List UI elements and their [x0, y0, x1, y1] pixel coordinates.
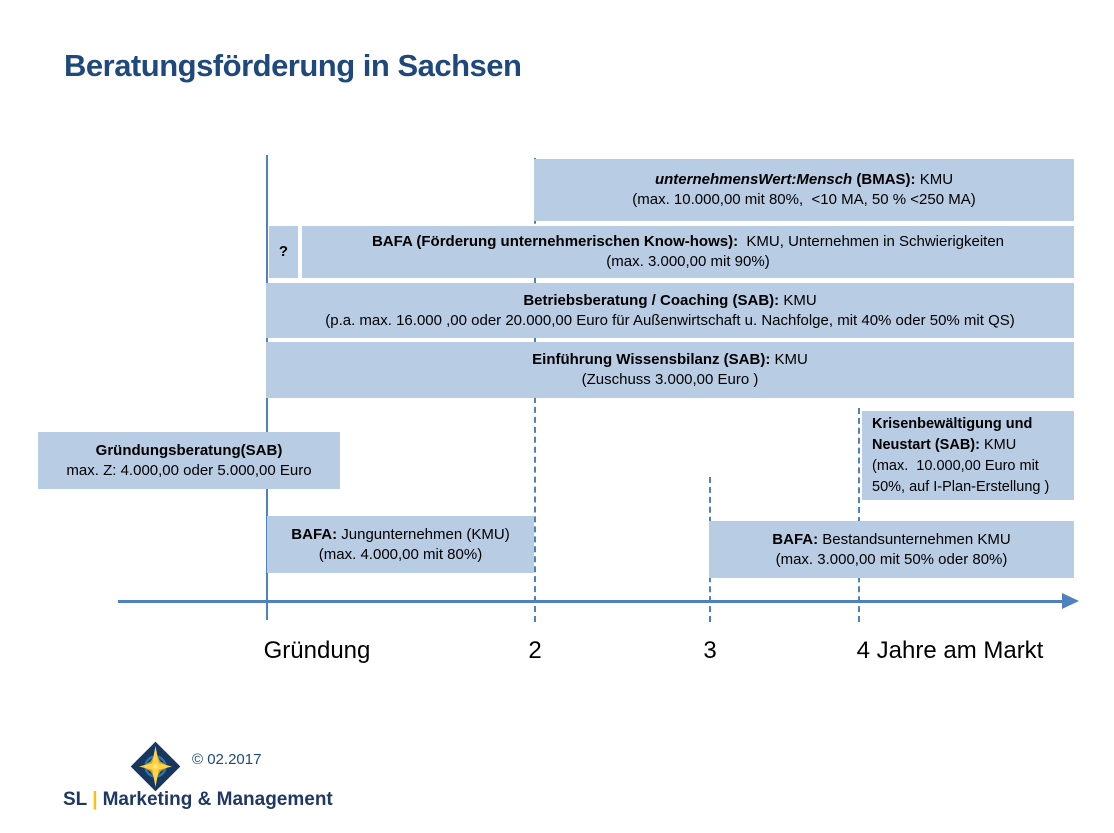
program-name: unternehmensWert:Mensch — [654, 171, 853, 188]
program-name: BAFA (Förderung unternehmerischen Know-h… — [371, 233, 739, 250]
program-name: Krisenbewältigung und — [872, 415, 1033, 432]
axis-label-year2: 2 — [528, 637, 542, 664]
timeline-axis — [118, 600, 1066, 603]
compass-star-logo-icon — [128, 739, 183, 794]
box-einfuehrung-wissensbilanz: Einführung Wissensbilanz (SAB): KMU (Zus… — [266, 342, 1074, 398]
brand-logotype: SL|Marketing & Management — [63, 789, 333, 811]
brand-pipe-divider: | — [92, 789, 98, 810]
box-detail-line: (max. 3.000,00 mit 90%) — [606, 253, 770, 270]
box-detail-line: (max. 4.000,00 mit 80%) — [318, 545, 483, 563]
box-detail-line: (max. 3.000,00 mit 50% oder 80%) — [775, 550, 1008, 568]
box-title-line: BAFA (Förderung unternehmerischen Know-h… — [372, 232, 1004, 252]
program-target: KMU — [915, 171, 954, 188]
question-mark-label: ? — [278, 243, 289, 260]
program-name: Gründungsberatung(SAB) — [95, 441, 283, 459]
box-betriebsberatung-coaching: Betriebsberatung / Coaching (SAB): KMU (… — [266, 283, 1074, 338]
box-title-line: Betriebsberatung / Coaching (SAB): KMU — [523, 291, 816, 311]
box-detail-line: (max. 10.000,00 mit 80%, <10 MA, 50 % <2… — [632, 191, 976, 208]
program-target: KMU — [979, 436, 1017, 453]
program-name-cont: Neustart (SAB): — [872, 436, 980, 453]
box-gruendungsberatung: Gründungsberatung(SAB) max. Z: 4.000,00 … — [38, 432, 340, 489]
copyright-text: © 02.2017 — [192, 751, 262, 768]
box-title-line: Einführung Wissensbilanz (SAB): KMU — [532, 350, 808, 370]
axis-arrowhead-icon — [1062, 593, 1079, 609]
box-title-line: Gründungsberatung(SAB) — [96, 441, 283, 461]
box-title-line: Krisenbewältigung und — [872, 414, 1032, 435]
page-title: Beratungsförderung in Sachsen — [64, 48, 522, 83]
box-bafa-jungunternehmen: BAFA: Jungunternehmen (KMU) (max. 4.000,… — [267, 516, 534, 573]
program-name: Betriebsberatung / Coaching (SAB): — [523, 291, 780, 309]
program-target: KMU, Unternehmen in Schwierigkeiten — [738, 233, 1005, 250]
program-target: KMU — [779, 291, 817, 309]
program-agency: (BMAS): — [852, 171, 916, 188]
box-unternehmenswert-mensch: unternehmensWert:Mensch (BMAS): KMU (max… — [534, 159, 1074, 221]
axis-label-year3: 3 — [703, 637, 717, 664]
brand-sl: SL — [63, 789, 88, 810]
timeline-dashed-line-year4 — [858, 408, 860, 622]
box-detail-line2: 50%, auf I-Plan-Erstellung ) — [872, 478, 1050, 495]
box-title-line: BAFA: Jungunternehmen (KMU) — [291, 525, 509, 545]
box-bafa-bestandsunternehmen: BAFA: Bestandsunternehmen KMU (max. 3.00… — [709, 521, 1074, 578]
axis-label-gruendung: Gründung — [263, 637, 371, 664]
program-name: Bestandsunternehmen KMU — [818, 530, 1011, 548]
box-question-marker: ? — [269, 226, 298, 278]
program-agency: BAFA: — [291, 525, 338, 543]
box-title-line: unternehmensWert:Mensch (BMAS): KMU — [655, 170, 953, 190]
box-krisenbewaeltigung-neustart: Krisenbewältigung und Neustart (SAB): KM… — [862, 411, 1074, 500]
box-bafa-knowhow: BAFA (Förderung unternehmerischen Know-h… — [302, 226, 1074, 278]
box-title-line: BAFA: Bestandsunternehmen KMU — [772, 530, 1010, 550]
box-detail-line: (p.a. max. 16.000 ,00 oder 20.000,00 Eur… — [325, 311, 1015, 329]
program-name: Jungunternehmen (KMU) — [337, 525, 510, 543]
program-agency: BAFA: — [772, 530, 819, 548]
program-name: Einführung Wissensbilanz (SAB): — [532, 351, 771, 368]
program-target: KMU — [770, 351, 808, 368]
brand-rest: Marketing & Management — [102, 789, 333, 810]
axis-label-year4: 4 Jahre am Markt — [856, 637, 1044, 664]
box-detail-line: max. Z: 4.000,00 oder 5.000,00 Euro — [66, 461, 312, 479]
box-detail-line: (Zuschuss 3.000,00 Euro ) — [581, 371, 759, 388]
box-title-line2: Neustart (SAB): KMU — [872, 435, 1016, 456]
box-detail-line: (max. 10.000,00 Euro mit — [872, 457, 1039, 474]
